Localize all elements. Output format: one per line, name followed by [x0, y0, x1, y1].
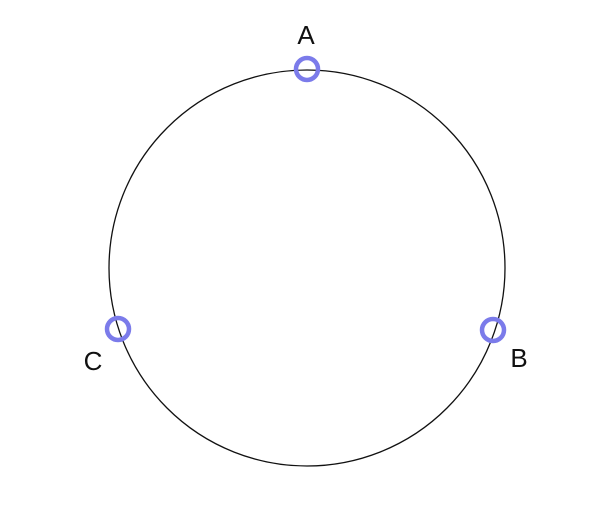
point-a-label: A — [297, 20, 315, 50]
main-circle — [108, 69, 506, 467]
point-b-label: B — [510, 343, 527, 373]
point-c-label: C — [84, 346, 103, 376]
point-b-marker[interactable] — [479, 316, 507, 344]
point-a-marker[interactable] — [293, 55, 321, 83]
point-c-marker[interactable] — [104, 315, 132, 343]
